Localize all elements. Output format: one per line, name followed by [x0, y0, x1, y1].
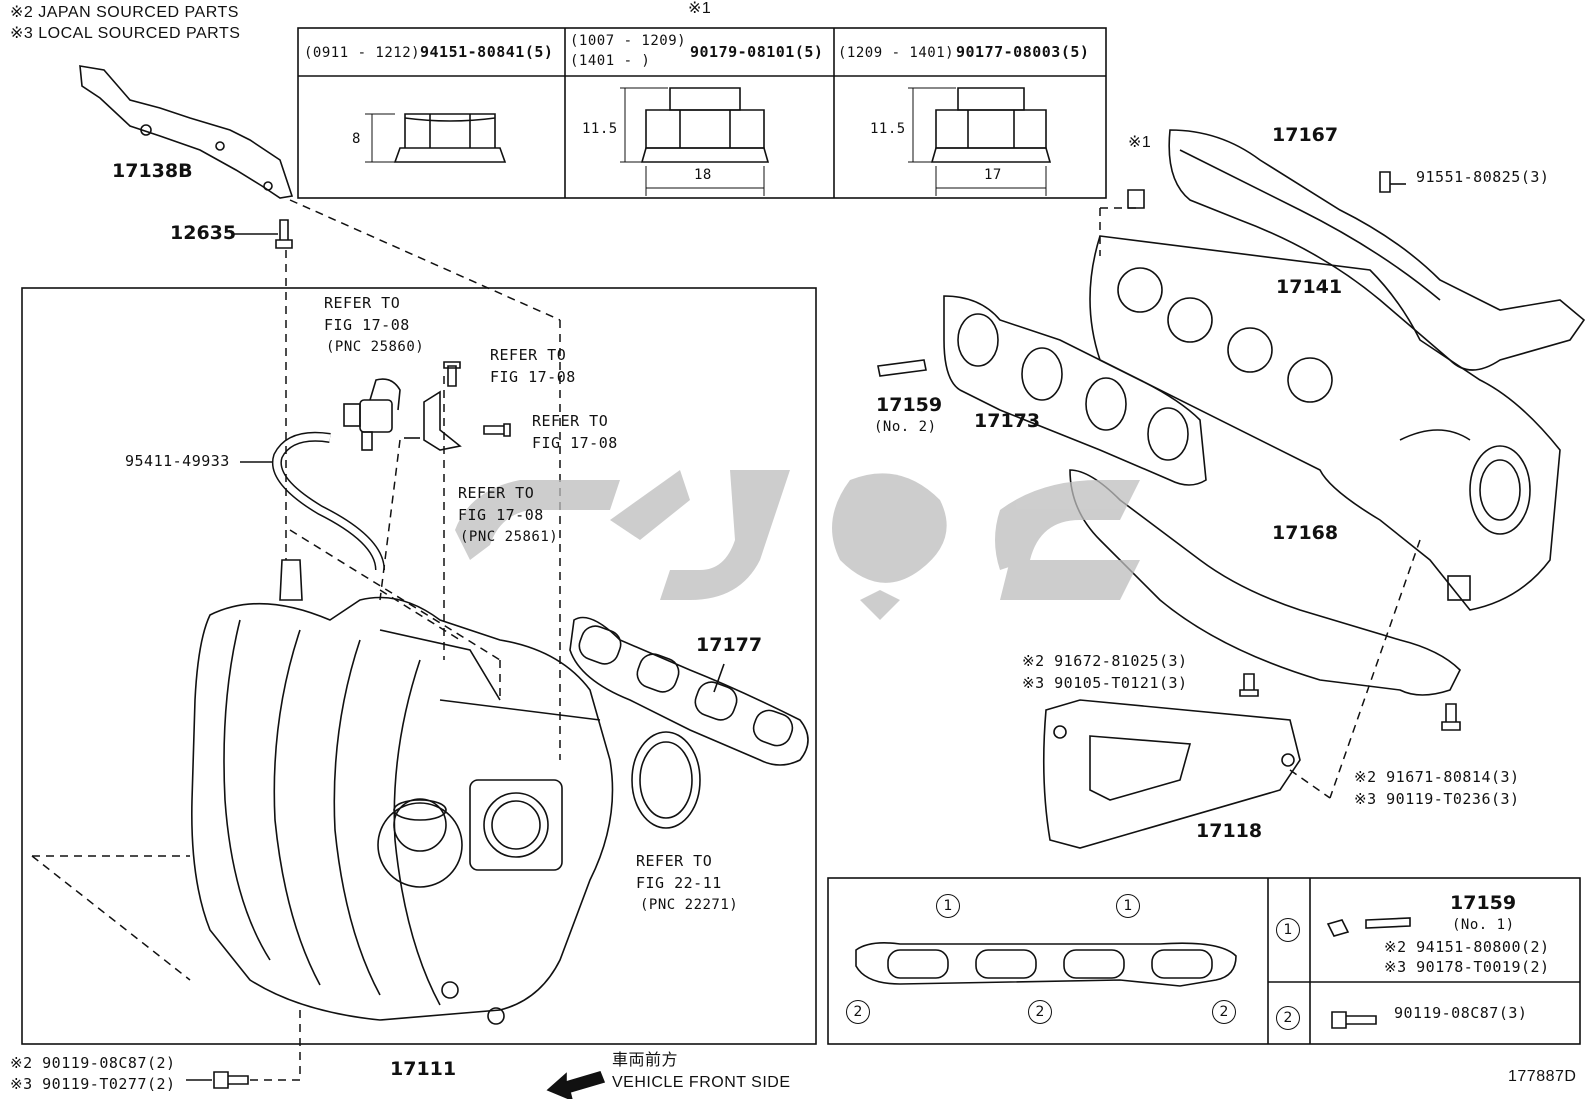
bolt-90119-08c87-left: ※2 90119-08C87(2) — [10, 1054, 176, 1072]
front-arrow-icon — [546, 1071, 606, 1099]
nut-col3-part: 90177-08003(5) — [956, 43, 1090, 61]
nut-col3-range: (1209 - 1401) — [838, 45, 955, 61]
nut-col2-part: 90179-08101(5) — [690, 43, 824, 61]
legend-japan: ※2 JAPAN SOURCED PARTS — [10, 4, 239, 21]
ref5-line2: FIG 22-11 — [636, 874, 722, 892]
part-17159-no2: 17159 — [876, 394, 943, 416]
nut-col1-height: 8 — [352, 131, 361, 147]
ref3-line1: REFER TO — [532, 412, 609, 430]
bolt-90105-t0121: ※3 90105-T0121(3) — [1022, 674, 1188, 692]
exhaust-manifold-17141 — [1089, 235, 1561, 611]
bolt-90119-t0277-left: ※3 90119-T0277(2) — [10, 1075, 176, 1093]
ref1-line1: REFER TO — [324, 294, 401, 312]
part-17138b: 17138B — [112, 160, 193, 182]
ref2-line1: REFER TO — [490, 346, 567, 364]
bolt-detail — [1331, 1011, 1377, 1029]
nut-detail — [1326, 919, 1350, 937]
nut-col2-height: 11.5 — [582, 121, 618, 137]
row-callout-1: 1 — [1276, 918, 1300, 942]
nut-col2-range-b: (1401 - ) — [570, 53, 651, 69]
detail-90119-08c87: 90119-08C87(3) — [1394, 1004, 1528, 1022]
nut-marker-1 — [1127, 189, 1145, 209]
watermark-logo — [455, 470, 1140, 620]
nut-col1-part: 94151-80841(5) — [420, 43, 554, 61]
ref1-line2: FIG 17-08 — [324, 316, 410, 334]
part-17118: 17118 — [1196, 820, 1263, 842]
bolt-91672-81025: ※2 91672-81025(3) — [1022, 652, 1188, 670]
callout-2-a: 2 — [846, 1000, 870, 1024]
part-17177: 17177 — [696, 634, 763, 656]
ref4-line2: FIG 17-08 — [458, 506, 544, 524]
part-17111: 17111 — [390, 1058, 457, 1080]
vsv-valve — [343, 378, 401, 451]
part-17167: 17167 — [1272, 124, 1339, 146]
stud-17159-no1 — [1365, 917, 1411, 929]
ref1-line3: (PNC 25860) — [326, 339, 425, 355]
bracket-17118 — [1042, 699, 1301, 849]
intake-group-frame — [21, 287, 817, 1045]
part-17168: 17168 — [1272, 522, 1339, 544]
nut-icon-2 — [640, 87, 770, 163]
bracket — [423, 390, 462, 451]
detail-no1: (No. 1) — [1452, 917, 1515, 933]
bolt-91671-80814: ※2 91671-80814(3) — [1354, 768, 1520, 786]
nut-col1-range: (0911 - 1212) — [304, 45, 421, 61]
bolt-90119-t0236: ※3 90119-T0236(3) — [1354, 790, 1520, 808]
gasket-17138b — [79, 65, 294, 199]
ref2-line2: FIG 17-08 — [490, 368, 576, 386]
nut-col2-range-a: (1007 - 1209) — [570, 33, 687, 49]
marker-1: ※1 — [1128, 134, 1152, 151]
heat-insulator-17167 — [1168, 129, 1586, 371]
ref3-line2: FIG 17-08 — [532, 434, 618, 452]
part-17173: 17173 — [974, 410, 1041, 432]
nut-col3-height: 11.5 — [870, 121, 906, 137]
row-callout-2: 2 — [1276, 1006, 1300, 1030]
detail-17159: 17159 — [1450, 892, 1517, 914]
gasket-17173 — [943, 295, 1207, 486]
ref5-line3: (PNC 22271) — [640, 897, 739, 913]
stud-17159-no2 — [877, 359, 927, 377]
heat-insulator-17168 — [1069, 469, 1461, 696]
front-label-en: VEHICLE FRONT SIDE — [612, 1074, 791, 1091]
detail-90178-t0019: ※3 90178-T0019(2) — [1384, 958, 1550, 976]
callout-2-c: 2 — [1212, 1000, 1236, 1024]
throttle-gasket — [631, 731, 701, 829]
figure-id: 177887D — [1508, 1068, 1577, 1085]
intake-manifold — [191, 559, 614, 1025]
callout-1-a: 1 — [936, 894, 960, 918]
part-17141: 17141 — [1276, 276, 1343, 298]
nut-table-marker: ※1 — [688, 0, 712, 17]
part-91551-80825: 91551-80825(3) — [1416, 168, 1550, 186]
label-no2: (No. 2) — [874, 419, 937, 435]
part-95411-49933: 95411-49933 — [125, 452, 230, 470]
detail-table-frame — [827, 877, 1581, 1045]
nut-icon-1 — [393, 113, 507, 163]
ref4-line1: REFER TO — [458, 484, 535, 502]
nut-icon-3 — [930, 87, 1052, 163]
nut-col3-width: 17 — [984, 167, 1002, 183]
ref4-line3: (PNC 25861) — [460, 529, 559, 545]
callout-1-b: 1 — [1116, 894, 1140, 918]
front-label-jp: 車両前方 — [612, 1052, 679, 1069]
stud-12635 — [275, 219, 293, 249]
callout-2-b: 2 — [1028, 1000, 1052, 1024]
nut-table-frame — [297, 27, 1107, 199]
gasket-detail — [855, 942, 1237, 987]
legend-local: ※3 LOCAL SOURCED PARTS — [10, 25, 241, 42]
gasket-17177 — [569, 616, 809, 766]
detail-94151-80800: ※2 94151-80800(2) — [1384, 938, 1550, 956]
part-12635: 12635 — [170, 222, 237, 244]
nut-col2-width: 18 — [694, 167, 712, 183]
ref5-line1: REFER TO — [636, 852, 713, 870]
